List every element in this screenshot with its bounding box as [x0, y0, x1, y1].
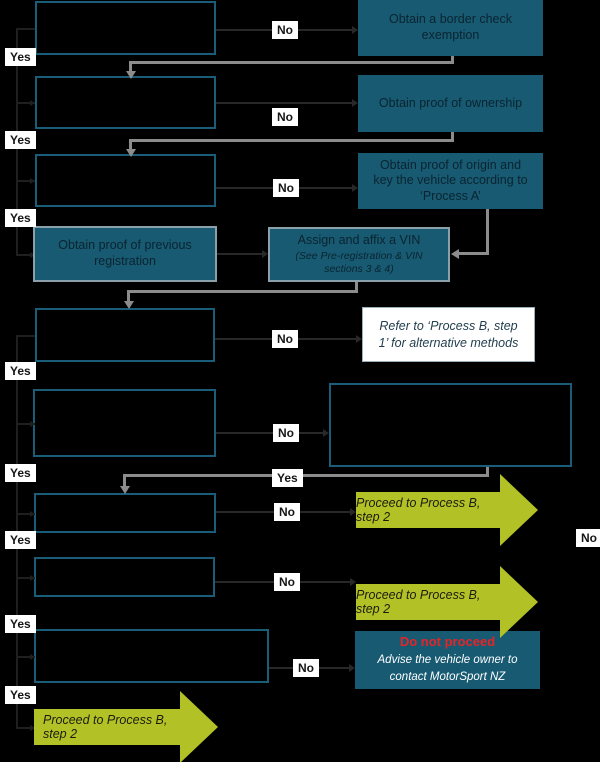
yes-label: Yes — [5, 531, 36, 549]
do-not-proceed-note: Advise the vehicle owner to contact Moto… — [377, 654, 518, 684]
yes-line — [16, 727, 35, 729]
yes-label: Yes — [5, 131, 36, 149]
action-box-border-check: Obtain a border check exemption — [358, 0, 543, 56]
yes-label: Yes — [5, 615, 36, 633]
proceed-arrow-3-tip — [180, 691, 218, 762]
question-box-3 — [35, 154, 216, 207]
arrowhead — [30, 725, 35, 731]
action-box-ownership: Obtain proof of ownership — [358, 75, 543, 132]
proceed-arrow-1-tip — [500, 474, 538, 546]
action-box-prev-registration: Obtain proof of previous registration — [33, 226, 217, 282]
arrowhead — [350, 578, 356, 586]
question-box-6 — [34, 493, 216, 533]
yes-line — [16, 180, 35, 182]
arrowhead — [451, 249, 459, 259]
connector-line — [123, 474, 126, 486]
no-label: No — [273, 179, 299, 197]
question-box-5 — [33, 389, 216, 457]
arrowhead — [120, 486, 130, 494]
arrowhead — [126, 71, 136, 79]
arrowhead — [352, 184, 358, 192]
yes-line — [16, 577, 35, 579]
connector-line — [129, 61, 454, 64]
yes-line — [16, 102, 35, 104]
arrowhead — [356, 335, 362, 343]
vin-note: (See Pre-registration & VIN sections 3 &… — [295, 249, 423, 275]
question-box-2 — [35, 76, 216, 129]
action-box-origin: Obtain proof of origin and key the vehic… — [358, 153, 543, 209]
do-not-proceed-title: Do not proceed — [399, 634, 496, 650]
yes-line — [16, 254, 35, 256]
proceed-arrow-1: Proceed to Process B, step 2 — [356, 492, 500, 528]
connector-line — [129, 139, 454, 142]
no-label: No — [576, 529, 600, 547]
action-box-assign-vin: Assign and affix a VIN(See Pre-registrat… — [268, 227, 450, 282]
yes-line — [16, 656, 35, 658]
no-label: No — [274, 503, 300, 521]
refer-note-box: Refer to ‘Process B, step 1’ for alterna… — [362, 307, 535, 362]
connector-line — [486, 209, 489, 255]
arrowhead — [262, 250, 268, 258]
yes-line — [16, 335, 35, 337]
yes-label: Yes — [5, 48, 36, 66]
question-box-7 — [34, 557, 215, 597]
yes-line — [16, 423, 35, 425]
yes-label: Yes — [5, 686, 36, 704]
proceed-arrow-2-tip — [500, 566, 538, 638]
no-label: No — [274, 573, 300, 591]
no-line — [216, 432, 325, 434]
connector-line — [123, 474, 489, 477]
connector-line — [486, 467, 489, 476]
connector-line — [451, 56, 454, 62]
yes-line — [16, 28, 35, 30]
yes-label: Yes — [272, 469, 303, 487]
arrowhead — [349, 664, 355, 672]
no-label: No — [272, 108, 298, 126]
yes-line — [16, 513, 35, 515]
yes-label: Yes — [5, 362, 36, 380]
proceed-arrow-3: Proceed to Process B, step 2 — [34, 709, 180, 745]
no-label: No — [272, 330, 298, 348]
no-label: No — [272, 21, 298, 39]
connector-line — [355, 282, 358, 292]
arrowhead — [323, 429, 329, 437]
question-box-1 — [35, 1, 216, 55]
arrowhead — [124, 301, 134, 309]
vin-title: Assign and affix a VIN — [297, 233, 421, 248]
decision-outcome-box — [329, 383, 572, 467]
arrowhead — [352, 26, 358, 34]
connector-line — [127, 290, 130, 301]
connector-line — [127, 290, 358, 293]
arrowhead — [352, 99, 358, 107]
arrowhead — [126, 149, 136, 157]
connector-line — [129, 61, 132, 71]
no-line — [217, 253, 264, 255]
proceed-arrow-2: Proceed to Process B, step 2 — [356, 584, 500, 620]
yes-label: Yes — [5, 464, 36, 482]
connector-line — [129, 139, 132, 149]
connector-line — [451, 132, 454, 141]
no-label: No — [293, 659, 319, 677]
yes-label: Yes — [5, 209, 36, 227]
no-line — [216, 102, 354, 104]
arrowhead — [30, 252, 35, 258]
arrowhead — [350, 508, 356, 516]
question-box-4 — [35, 308, 215, 362]
connector-line — [458, 252, 489, 255]
question-box-8 — [34, 629, 269, 683]
no-label: No — [273, 424, 299, 442]
